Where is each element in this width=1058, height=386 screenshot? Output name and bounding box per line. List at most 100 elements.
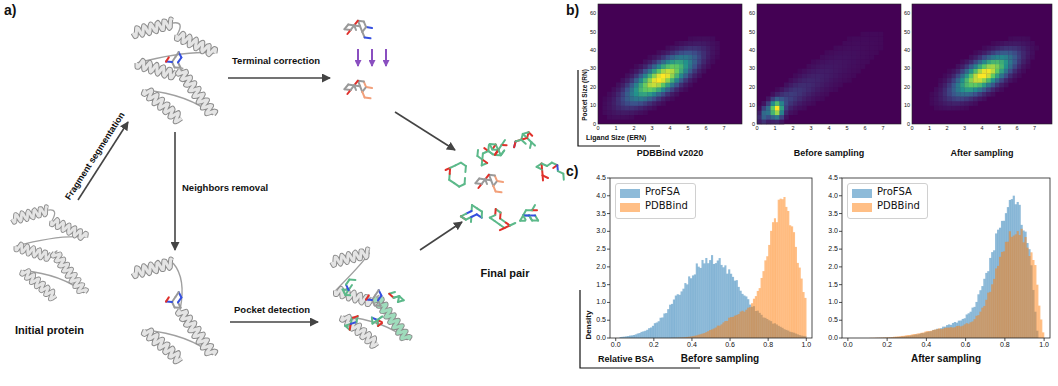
heatmap-cell (1004, 78, 1009, 83)
histogram-bar (975, 316, 977, 338)
heatmap-cell (938, 78, 943, 83)
histogram-bar (1001, 252, 1003, 338)
atom-bond (510, 223, 515, 226)
histogram-bar (740, 312, 742, 338)
heatmap-cell (838, 55, 843, 60)
heatmap-cell (697, 64, 702, 69)
heatmap-cell (757, 119, 762, 124)
histogram-bar (944, 328, 946, 338)
tick-label: 0 (910, 125, 913, 131)
atom-bond (501, 151, 504, 155)
heatmap-cell (1000, 55, 1005, 60)
histogram-bar (749, 305, 751, 338)
heatmap-cell (688, 59, 693, 64)
heatmap-cell (995, 50, 1000, 55)
heatmap-cell (775, 96, 780, 101)
heatmap-cell (766, 115, 771, 120)
heatmap-cell (784, 101, 789, 106)
heatmap-cell (1000, 50, 1005, 55)
histogram-bar (741, 311, 743, 338)
tick-label: 20 (904, 84, 910, 90)
heatmap-cell (811, 87, 816, 92)
heatmap-cell (784, 96, 789, 101)
heatmap-cell (679, 50, 684, 55)
histogram-bar (722, 322, 724, 338)
heatmap-cell (771, 119, 776, 124)
tick-label: 40 (904, 47, 910, 53)
heatmap-cell (816, 73, 821, 78)
heatmap-cell (1004, 46, 1009, 51)
atom-bond (166, 57, 169, 61)
heatmap-cell (670, 87, 675, 92)
heatmap-cell (762, 119, 767, 124)
heatmap-cell (612, 92, 617, 97)
heatmap-cell (798, 69, 803, 74)
heatmap-cell (762, 115, 767, 120)
histogram-bar (989, 258, 991, 338)
histogram-bar (952, 323, 954, 338)
heatmap-ground (598, 4, 742, 124)
tick-label: 6 (704, 125, 707, 131)
heatmap-cell (865, 55, 870, 60)
histogram-bar (960, 321, 962, 339)
tick-mark (607, 213, 610, 214)
heatmap-cell (947, 96, 952, 101)
heatmap-cell (634, 101, 639, 106)
histogram-bar (675, 296, 677, 338)
heatmap-cell (661, 87, 666, 92)
histogram-bar (740, 291, 742, 338)
heatmap-cell (715, 46, 720, 51)
molecule-drawings (12, 19, 564, 362)
histogram-bar (983, 279, 985, 338)
histogram-bar (690, 278, 692, 338)
heatmap-cell (639, 69, 644, 74)
heatmap-cell (960, 59, 965, 64)
tick-label: 0.4 (922, 341, 932, 349)
heatmap-cell (847, 73, 852, 78)
heatmap-cell (639, 78, 644, 83)
heatmap-cell (693, 59, 698, 64)
heatmap-cell (621, 87, 626, 92)
heatmap-cell (684, 59, 689, 64)
histogram-bar (761, 278, 763, 338)
tick-label: 3 (809, 125, 812, 131)
histogram-bar (793, 232, 795, 338)
heatmap-cell (951, 106, 956, 111)
heatmap-cell (820, 92, 825, 97)
histogram-bar (917, 333, 919, 338)
heatmap-cell (834, 69, 839, 74)
histogram-bar (1005, 242, 1007, 338)
histogram-bar (688, 276, 690, 338)
heatmap-cell (865, 59, 870, 64)
heatmap-cell (943, 73, 948, 78)
tick-label: 5 (845, 125, 848, 131)
heatmap-cell (969, 55, 974, 60)
heatmap-cell (675, 41, 680, 46)
heatmap-cell (670, 78, 675, 83)
tick-label: 2.5 (828, 245, 838, 253)
protein-ribbon (12, 207, 86, 300)
heatmap-cell (643, 59, 648, 64)
plot-frame (610, 178, 812, 338)
histogram-bar (987, 293, 989, 338)
histogram-bar (724, 321, 726, 338)
heatmap-cell (960, 106, 965, 111)
heatmap-cell (648, 82, 653, 87)
heatmap-cell (947, 106, 952, 111)
histogram-bar (669, 305, 671, 338)
tick-mark (965, 338, 966, 341)
heatmap-cell (847, 46, 852, 51)
heatmap-cell (715, 41, 720, 46)
heatmap-cell (956, 69, 961, 74)
histogram-bar (926, 331, 928, 338)
histogram-bar (743, 312, 745, 338)
tick-label: 10 (904, 102, 910, 108)
heatmap-cell (657, 50, 662, 55)
tick-label: 0 (755, 125, 758, 131)
heatmap-cell (793, 92, 798, 97)
heatmap-cell (879, 46, 884, 51)
histogram-bar (911, 335, 913, 338)
heatmap-cell (1021, 50, 1026, 55)
heatmap-cell (757, 106, 762, 111)
heatmap-cell (973, 78, 978, 83)
